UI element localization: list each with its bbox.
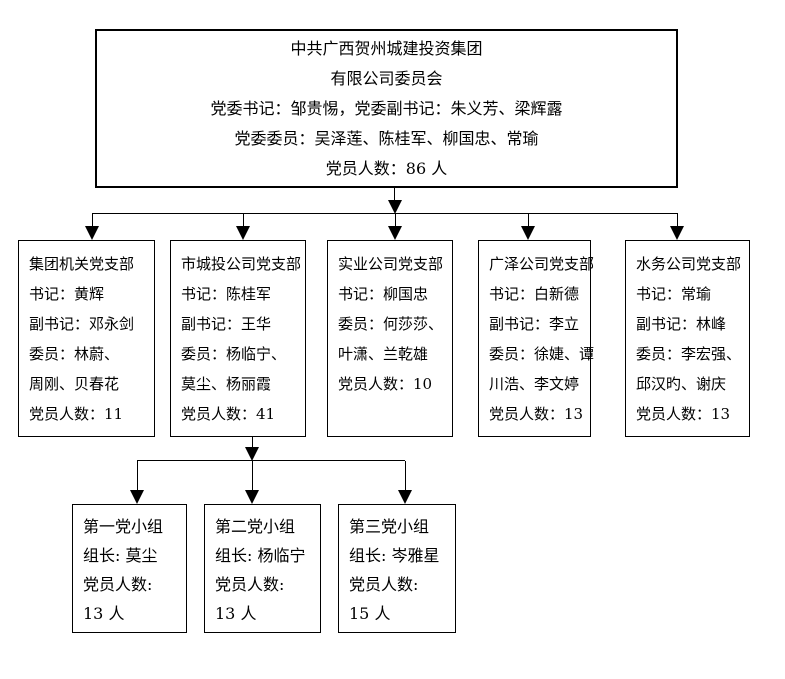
text-line: 第三党小组 — [349, 517, 430, 536]
node-city-investment-branch: 市城投公司党支部书记：陈桂军副书记：王华委员：杨临宁、莫尘、杨丽霞党员人数：41 — [170, 240, 306, 437]
arrow-down — [521, 226, 535, 240]
connector-line — [394, 188, 395, 201]
connector-line — [137, 461, 138, 491]
arrow-down — [245, 490, 259, 504]
node-party-committee: 中共广西贺州城建投资集团有限公司委员会党委书记：邹贵惕，党委副书记：朱义芳、梁辉… — [95, 29, 678, 188]
connector-line — [137, 460, 405, 461]
text-line: 党委委员：吴泽莲、陈桂军、柳国忠、常瑜 — [234, 129, 539, 148]
node-group-hq-branch: 集团机关党支部书记：黄辉副书记：邓永剑委员：林蔚、周刚、贝春花党员人数：11 — [18, 240, 155, 437]
node-water-branch: 水务公司党支部书记：常瑜副书记：林峰委员：李宏强、邱汉旳、谢庆党员人数：13 — [625, 240, 750, 437]
text-line: 第二党小组 — [215, 517, 296, 536]
text-line: 书记：常瑜 — [636, 285, 712, 303]
text-line: 15 人 — [349, 604, 391, 623]
text-line: 委员：何莎莎、 — [338, 315, 444, 333]
text-line: 党员人数：13 — [636, 405, 731, 423]
text-line: 叶潇、兰乾雄 — [338, 345, 429, 363]
connector-line — [528, 214, 529, 227]
node-party-group-2: 第二党小组组长: 杨临宁党员人数: 13 人 — [204, 504, 321, 633]
arrow-down — [236, 226, 250, 240]
text-line: 副书记：邓永剑 — [29, 315, 135, 333]
connector-line — [92, 213, 678, 214]
text-line: 党员人数：86 人 — [325, 159, 448, 178]
text-line: 川浩、李文婷 — [489, 375, 580, 393]
text-line: 莫尘、杨丽霞 — [181, 375, 272, 393]
text-line: 周刚、贝春花 — [29, 375, 120, 393]
connector-line — [252, 437, 253, 448]
text-line: 党员人数：11 — [29, 405, 124, 423]
text-line: 书记：黄辉 — [29, 285, 105, 303]
arrow-down — [398, 490, 412, 504]
connector-line — [92, 214, 93, 227]
text-line: 中共广西贺州城建投资集团 — [290, 39, 483, 58]
arrow-down — [388, 200, 402, 214]
text-line: 集团机关党支部 — [29, 255, 135, 273]
text-line: 委员：李宏强、 — [636, 345, 742, 363]
connector-line — [252, 461, 253, 491]
connector-line — [395, 214, 396, 227]
text-line: 第一党小组 — [83, 517, 164, 536]
text-line: 邱汉旳、谢庆 — [636, 375, 727, 393]
node-guangze-branch: 广泽公司党支部书记：白新德副书记：李立委员：徐婕、谭川浩、李文婷党员人数：13 — [478, 240, 595, 437]
text-line: 13 人 — [215, 604, 257, 623]
text-line: 市城投公司党支部 — [181, 255, 302, 273]
text-line: 党员人数：13 — [489, 405, 584, 423]
text-line: 党员人数: — [215, 575, 285, 594]
text-line: 委员：徐婕、谭 — [489, 345, 595, 363]
arrow-down — [670, 226, 684, 240]
text-line: 委员：杨临宁、 — [181, 345, 287, 363]
text-line: 党委书记：邹贵惕，党委副书记：朱义芳、梁辉露 — [210, 99, 563, 118]
text-line: 13 人 — [83, 604, 125, 623]
text-line: 书记：白新德 — [489, 285, 580, 303]
text-line: 副书记：李立 — [489, 315, 580, 333]
text-line: 委员：林蔚、 — [29, 345, 120, 363]
text-line: 组长: 岑雅星 — [349, 546, 440, 565]
node-industrial-branch: 实业公司党支部书记：柳国忠委员：何莎莎、叶潇、兰乾雄党员人数：10 — [327, 240, 453, 437]
text-line: 书记：柳国忠 — [338, 285, 429, 303]
arrow-down — [388, 226, 402, 240]
text-line: 组长: 杨临宁 — [215, 546, 306, 565]
text-line: 书记：陈桂军 — [181, 285, 272, 303]
arrow-down — [130, 490, 144, 504]
text-line: 有限公司委员会 — [330, 69, 443, 88]
arrow-down — [245, 447, 259, 461]
node-party-group-3: 第三党小组组长: 岑雅星党员人数: 15 人 — [338, 504, 456, 633]
text-line: 党员人数：41 — [181, 405, 276, 423]
node-party-group-1: 第一党小组组长: 莫尘党员人数: 13 人 — [72, 504, 187, 633]
connector-line — [405, 461, 406, 491]
connector-line — [243, 214, 244, 227]
text-line: 广泽公司党支部 — [489, 255, 595, 273]
arrow-down — [85, 226, 99, 240]
text-line: 组长: 莫尘 — [83, 546, 158, 565]
text-line: 副书记：王华 — [181, 315, 272, 333]
text-line: 实业公司党支部 — [338, 255, 444, 273]
text-line: 党员人数：10 — [338, 375, 433, 393]
text-line: 党员人数: — [349, 575, 419, 594]
text-line: 副书记：林峰 — [636, 315, 727, 333]
text-line: 水务公司党支部 — [636, 255, 742, 273]
text-line: 党员人数: — [83, 575, 153, 594]
connector-line — [677, 214, 678, 227]
